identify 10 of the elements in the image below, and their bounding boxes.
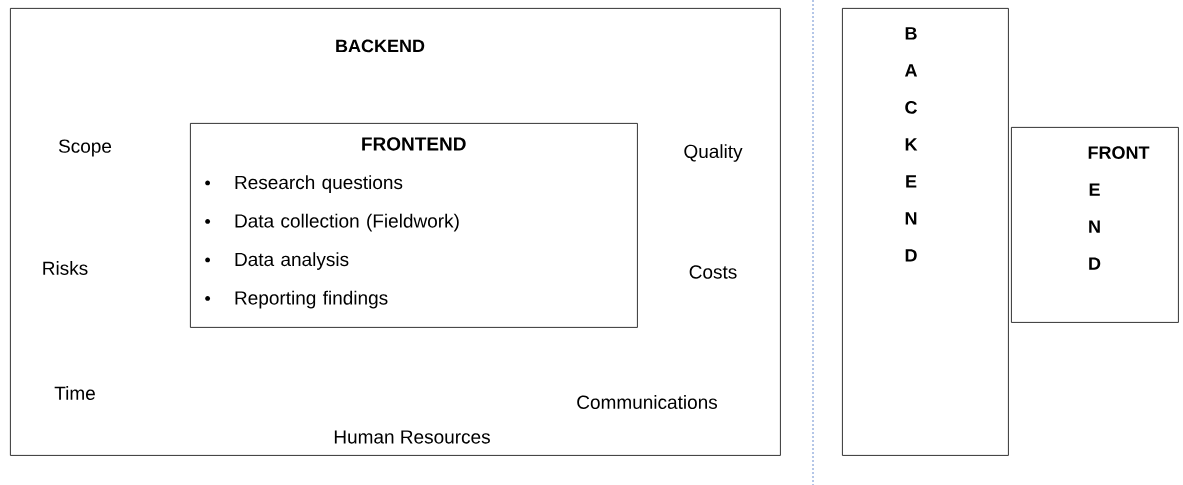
label-text: Quality [684, 144, 743, 162]
label-text: Risks [43, 261, 88, 275]
label-text: Human Resources [334, 430, 490, 444]
label-text: Time [54, 386, 95, 400]
label-text: Costs [689, 265, 737, 279]
label-text: Communications [577, 395, 718, 409]
frontend-box: FRONTEND Research questions Data collection (Fieldwork) Data analysis Reporting findings [190, 123, 638, 328]
label-text: Scope [58, 139, 112, 157]
frontend-box: FRONT E N D [1011, 127, 1179, 323]
backend-column: B A C K E N D [842, 8, 1009, 456]
